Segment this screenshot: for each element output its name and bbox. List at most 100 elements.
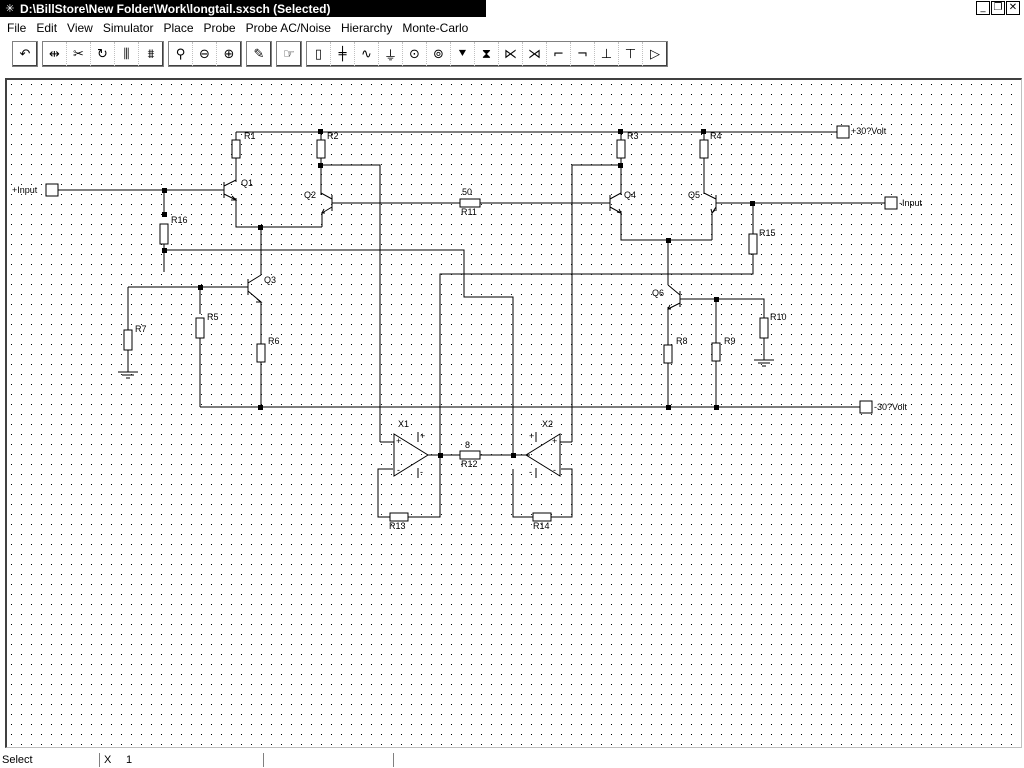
label-vneg: -30?Volt	[874, 402, 908, 412]
label-x1: X1	[398, 419, 409, 429]
zoom-in-icon[interactable]: ⊕	[223, 46, 235, 62]
label-x2-plus: +	[552, 436, 557, 446]
label-r3: R3	[627, 131, 639, 141]
label-q1: Q1	[241, 178, 253, 188]
title-bar: ✳ D:\BillStore\New Folder\Work\longtail.…	[0, 0, 486, 17]
label-q4: Q4	[624, 190, 636, 200]
opamp-icon[interactable]: ▷	[650, 46, 660, 62]
opamp-x2[interactable]	[525, 432, 561, 478]
resistor-r15[interactable]	[748, 233, 758, 255]
terminal-plus-input[interactable]	[45, 183, 59, 197]
transistor-q3[interactable]	[247, 274, 263, 303]
label-r12: R12	[461, 459, 478, 469]
bus-icon[interactable]: ⩩	[147, 46, 155, 62]
resistor-r8[interactable]	[663, 344, 673, 364]
terminal-vneg[interactable]	[859, 400, 873, 414]
transistor-q1[interactable]	[223, 179, 238, 201]
jfet-p-icon[interactable]: ¬	[571, 42, 595, 66]
menu-view[interactable]: View	[67, 21, 93, 35]
label-q5: Q5	[688, 190, 700, 200]
label-r5: R5	[207, 312, 219, 322]
status-pane-3	[264, 753, 394, 767]
rotate-icon[interactable]: ↻	[91, 42, 115, 66]
zoom-fit-icon[interactable]: ⚲	[169, 42, 193, 66]
close-button[interactable]: ✕	[1006, 1, 1020, 15]
restore-button[interactable]: ❐	[991, 1, 1005, 15]
npn-icon[interactable]: ⋉	[499, 42, 523, 66]
zoom-out-icon[interactable]: ⊖	[193, 42, 217, 66]
resistor-r14[interactable]	[532, 512, 552, 522]
menu-probe-ac-noise[interactable]: Probe AC/Noise	[245, 21, 331, 35]
label-r14: R14	[533, 521, 550, 531]
resistor-r12[interactable]	[459, 450, 481, 460]
menu-probe[interactable]: Probe	[203, 21, 236, 35]
menu-place[interactable]: Place	[163, 21, 194, 35]
resistor-r16[interactable]	[159, 223, 169, 245]
status-x-value: 1	[124, 753, 264, 767]
diode-icon[interactable]: ⯆	[451, 42, 475, 66]
label-plus-input: +Input	[12, 185, 38, 195]
menu-edit[interactable]: Edit	[36, 21, 58, 35]
mosfet-p-icon[interactable]: ⊤	[619, 42, 643, 66]
label-r12-value: 8	[465, 440, 470, 450]
terminal-minus-input[interactable]	[884, 196, 898, 210]
current-source-icon[interactable]: ⊚	[427, 42, 451, 66]
hand-icon[interactable]: ☞	[283, 46, 295, 62]
toolbar-group-draw: ✎	[246, 41, 272, 67]
zener-icon[interactable]: ⧗	[475, 42, 499, 66]
resistor-r9[interactable]	[711, 342, 721, 362]
jfet-n-icon[interactable]: ⌐	[547, 42, 571, 66]
flip-icon[interactable]: ⫼	[115, 42, 139, 66]
menu-hierarchy[interactable]: Hierarchy	[340, 21, 393, 35]
label-minus-input: -Input	[899, 198, 923, 208]
capacitor-icon[interactable]: ╪	[331, 42, 355, 66]
resistor-r7[interactable]	[123, 329, 133, 351]
resistor-r13[interactable]	[389, 512, 409, 522]
terminal-vpos[interactable]	[836, 125, 850, 139]
resistor-r10[interactable]	[759, 317, 769, 339]
label-r11: R11	[461, 207, 477, 217]
label-x1-minus: -	[397, 465, 400, 475]
resistor-r1[interactable]	[231, 139, 241, 159]
transistor-q2[interactable]	[320, 192, 333, 214]
label-x2-vplus: +	[529, 431, 534, 441]
status-x-label: X	[104, 754, 112, 766]
label-x2: X2	[542, 419, 553, 429]
resistor-r3[interactable]	[616, 139, 626, 159]
resistor-icon[interactable]: ▯	[307, 42, 331, 66]
menu-monte-carlo[interactable]: Monte-Carlo	[402, 21, 469, 35]
cut-icon[interactable]: ✂	[67, 42, 91, 66]
toolbar-group-transform: ⇹ ✂ ↻ ⫼ ⩩	[42, 41, 164, 67]
minimize-button[interactable]: _	[976, 1, 990, 15]
resistor-r2[interactable]	[316, 139, 326, 159]
resistor-r11[interactable]	[459, 198, 481, 208]
opamp-x1[interactable]	[393, 432, 429, 478]
label-r9: R9	[724, 336, 736, 346]
pencil-icon[interactable]: ✎	[253, 46, 265, 62]
label-x1-vminus: -	[420, 467, 423, 477]
resistor-r6[interactable]	[256, 343, 266, 363]
resistor-r5[interactable]	[195, 317, 205, 339]
inductor-icon[interactable]: ∿	[355, 42, 379, 66]
window-controls: _ ❐ ✕	[976, 1, 1020, 15]
ground-icon[interactable]: ⏚	[379, 42, 403, 66]
mirror-icon[interactable]: ⇹	[43, 42, 67, 66]
pnp-icon[interactable]: ⋊	[523, 42, 547, 66]
label-r16: R16	[171, 215, 188, 225]
wires[interactable]	[58, 131, 885, 518]
menu-file[interactable]: File	[7, 21, 27, 35]
schematic-canvas[interactable]: +Input +30?Volt -Input -30?Volt R1 R2 R3…	[5, 78, 1022, 748]
label-r4: R4	[710, 131, 722, 141]
transistor-q5[interactable]	[703, 192, 717, 214]
undo-icon[interactable]: ↶	[19, 46, 31, 62]
menu-simulator[interactable]: Simulator	[102, 21, 154, 35]
resistor-r4[interactable]	[699, 139, 709, 159]
app-icon[interactable]: ✳	[5, 2, 15, 15]
mosfet-n-icon[interactable]: ⊥	[595, 42, 619, 66]
source-icon[interactable]: ⊙	[403, 42, 427, 66]
transistor-q4[interactable]	[609, 192, 622, 214]
label-x2-vminus: -	[529, 467, 532, 477]
menu-bar: File Edit View Simulator Place Probe Pro…	[0, 19, 1024, 37]
schematic-drawing[interactable]: +Input +30?Volt -Input -30?Volt R1 R2 R3…	[7, 80, 1022, 748]
transistor-q6[interactable]	[667, 284, 681, 310]
